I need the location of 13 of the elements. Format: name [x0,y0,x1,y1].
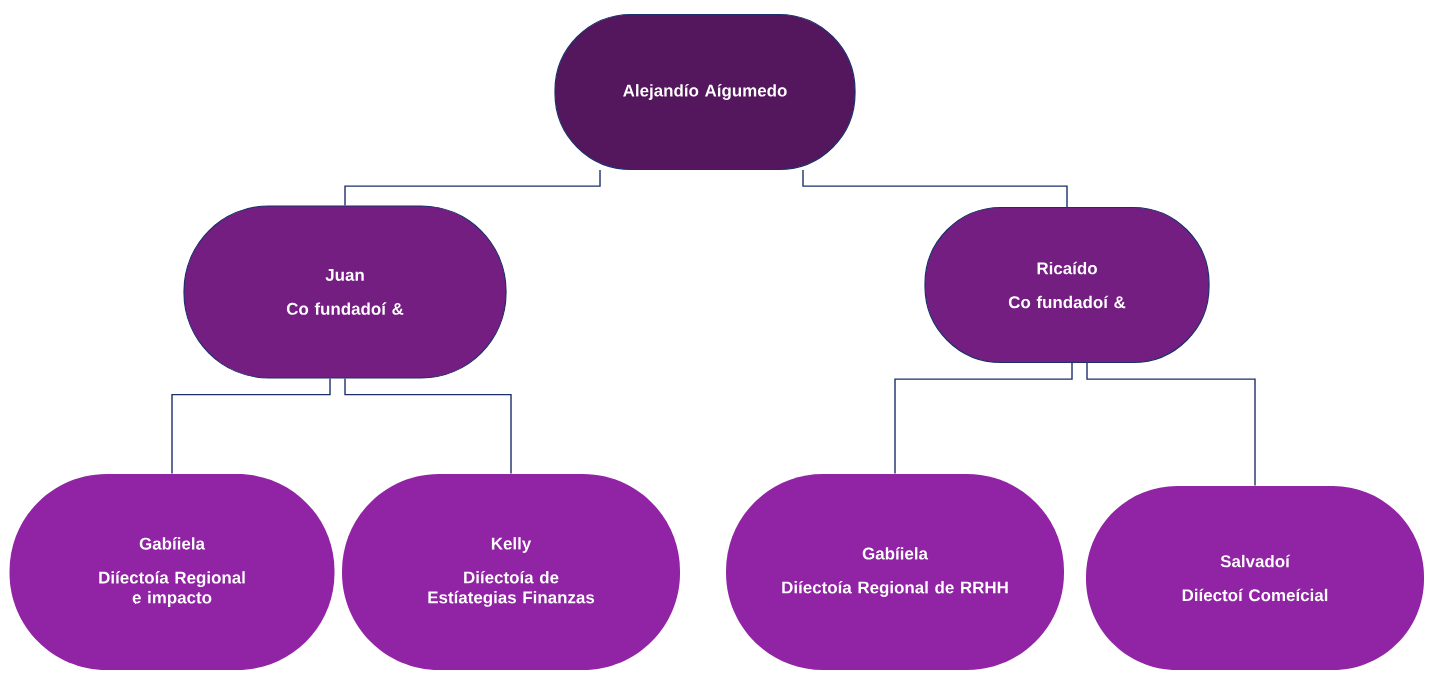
org-chart-node: Gabíiela Diíectoía Regional e impacto [9,474,335,670]
org-chart-node: Salvadoí Diíectoí Comeícial [1086,486,1424,670]
org-chart-node: Juan Co fundadoí & [183,205,507,379]
org-chart-node: Kelly Diíectoía de Estíategias Finanzas [342,474,680,670]
connector-line [344,169,601,207]
connector-line [802,169,1068,208]
connector-line [1086,362,1256,487]
org-chart-node: Ricaído Co fundadoí & [924,206,1210,364]
org-chart-node: Alejandío Aígumedo [554,13,856,171]
org-chart-node: Gabíiela Diíectoía Regional de RRHH [726,474,1064,670]
connector-line [171,377,331,475]
connector-line [894,362,1073,475]
connector-line [344,377,512,475]
